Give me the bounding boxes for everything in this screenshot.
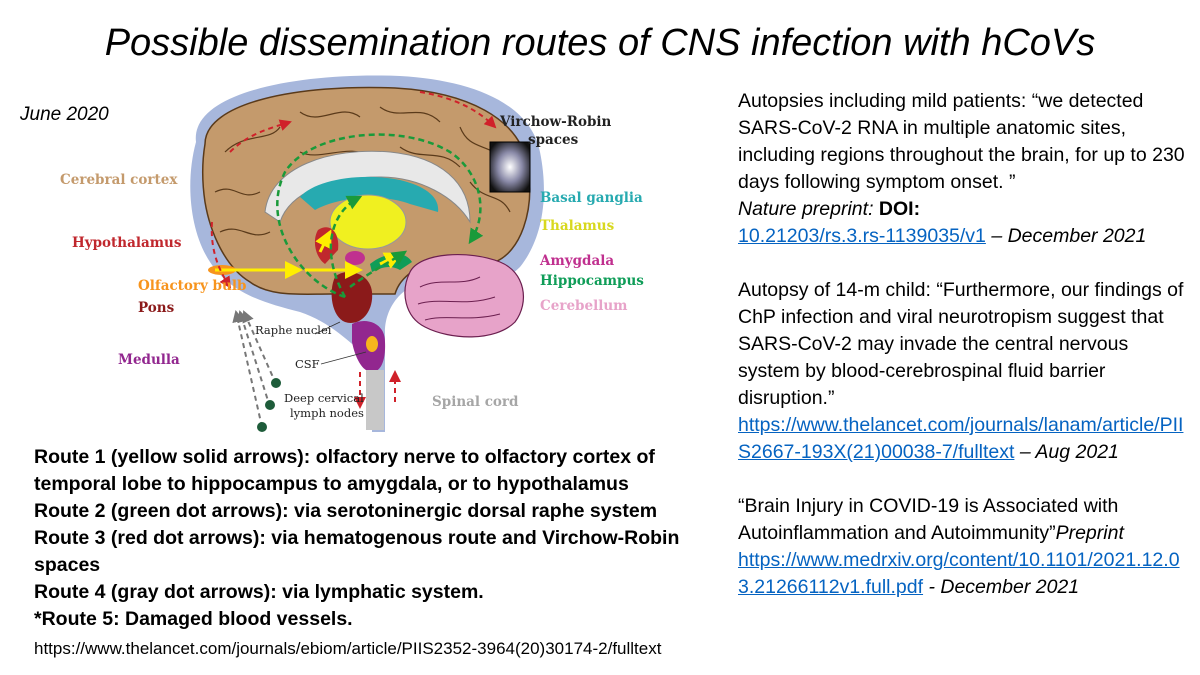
note-link[interactable]: https://www.medrxiv.org/content/10.1101/… xyxy=(738,549,1180,598)
route3-arrow xyxy=(210,221,232,289)
basal-ganglia-shape xyxy=(300,176,439,212)
route2-arrow xyxy=(349,250,408,289)
label-cerebral-cortex: Cerebral cortex xyxy=(60,172,178,188)
note-link[interactable]: https://www.thelancet.com/journals/lanam… xyxy=(738,414,1184,463)
route4-arrow xyxy=(232,310,263,428)
label-raphe-nuclei: Raphe nuclei xyxy=(255,323,332,337)
brain-diagram: Cerebral cortex Hypothalamus Olfactory b… xyxy=(60,75,644,432)
label-olfactory-bulb: Olfactory bulb xyxy=(138,278,246,294)
label-lymph-1: Deep cervical xyxy=(284,391,364,405)
slide-title: Possible dissemination routes of CNS inf… xyxy=(104,22,1096,64)
note-brain-injury: “Brain Injury in COVID-19 is Associated … xyxy=(738,493,1188,601)
note-source: Nature preprint: xyxy=(738,198,874,220)
route3-arrow xyxy=(229,119,292,153)
route4-arrow xyxy=(242,310,277,385)
note-date: - December 2021 xyxy=(928,576,1080,598)
label-virchow-robin-2: spaces xyxy=(528,132,579,148)
label-cerebellum: Cerebellum xyxy=(540,298,627,314)
note-date: – Aug 2021 xyxy=(1019,441,1119,463)
lymph-node xyxy=(265,400,275,410)
spinal-cord-shape xyxy=(366,370,384,430)
label-amygdala: Amygdala xyxy=(539,253,614,269)
label-thalamus: Thalamus xyxy=(540,218,615,234)
date-label: June 2020 xyxy=(20,104,109,125)
label-lymph-2: lymph nodes xyxy=(290,406,364,420)
route-line: temporal lobe to hippocampus to amygdala… xyxy=(34,473,629,495)
label-csf: CSF xyxy=(295,357,320,371)
note-date: – December 2021 xyxy=(991,225,1147,247)
route-line: Route 2 (green dot arrows): via serotoni… xyxy=(34,500,658,522)
note-source: Preprint xyxy=(1055,522,1124,544)
note-autopsies: Autopsies including mild patients: “we d… xyxy=(738,88,1188,250)
lymph-node xyxy=(257,422,267,432)
pointer-line xyxy=(320,351,367,365)
note-child-autopsy: Autopsy of 14-m child: “Furthermore, our… xyxy=(738,277,1188,466)
cerebellum-folia xyxy=(417,276,501,321)
label-virchow-robin-1: Virchow-Robin xyxy=(499,114,612,130)
route3-arrow xyxy=(419,91,497,129)
route-line: Route 4 (gray dot arrows): via lymphatic… xyxy=(34,581,484,603)
cerebellum-shape xyxy=(404,254,524,338)
route-line: spaces xyxy=(34,554,101,576)
route-line: *Route 5: Damaged blood vessels. xyxy=(34,608,353,630)
routes-list: Route 1 (yellow solid arrows): olfactory… xyxy=(34,444,724,633)
note-text: Autopsy of 14-m child: “Furthermore, our… xyxy=(738,279,1184,409)
thalamus-shape xyxy=(329,194,407,250)
note-doi-label: DOI: xyxy=(878,198,921,220)
label-hypothalamus: Hypothalamus xyxy=(72,235,182,251)
route-line: Route 1 (yellow solid arrows): olfactory… xyxy=(34,446,655,468)
label-spinal-cord: Spinal cord xyxy=(432,394,519,410)
note-text: Autopsies including mild patients: “we d… xyxy=(738,90,1185,193)
route2-arrow xyxy=(276,133,484,299)
label-medulla: Medulla xyxy=(118,352,180,368)
amygdala-shape xyxy=(345,251,365,265)
pons-shape xyxy=(331,272,373,323)
note-text: “Brain Injury in COVID-19 is Associated … xyxy=(738,495,1119,544)
pointer-line xyxy=(314,321,341,335)
route-line: Route 3 (red dot arrows): via hematogeno… xyxy=(34,527,680,549)
gyri-lines xyxy=(214,106,511,236)
source-citation: https://www.thelancet.com/journals/ebiom… xyxy=(34,639,662,658)
label-hippocampus: Hippocampus xyxy=(540,273,644,289)
label-basal-ganglia: Basal ganglia xyxy=(540,190,643,206)
route2-arrow xyxy=(329,195,363,298)
notes-column: Autopsies including mild patients: “we d… xyxy=(738,88,1188,628)
virchow-robin-box xyxy=(489,141,531,193)
csf-dot xyxy=(366,336,378,352)
route1-arrow xyxy=(315,229,332,253)
route4-arrow xyxy=(237,310,271,408)
note-link[interactable]: 10.21203/rs.3.rs-1139035/v1 xyxy=(738,225,986,247)
lymph-node xyxy=(271,378,281,388)
label-pons: Pons xyxy=(138,300,175,316)
